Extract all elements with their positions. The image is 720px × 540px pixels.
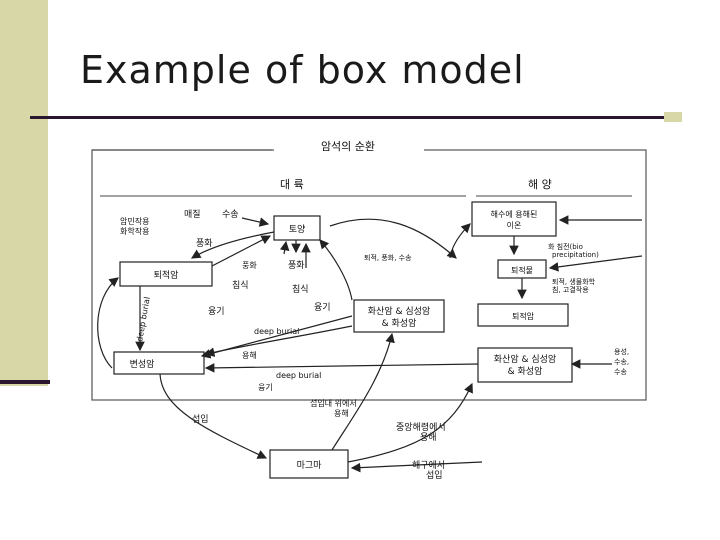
top-title-text: 암석의 순환 xyxy=(321,140,375,153)
label-right-side-3: 수송 xyxy=(614,368,627,376)
label-exposure: 매질 xyxy=(184,208,201,220)
box-sediment-rock-label: 퇴적암 xyxy=(154,269,179,281)
box-volcanic-right-line2: & 화성암 xyxy=(508,365,543,377)
land-header: 대 륙 xyxy=(280,178,304,191)
slide-title: Example of box model xyxy=(80,48,525,92)
label-weathering-mid2: 풍화 xyxy=(288,260,305,271)
label-bio-precip-1: 화 침전(bio xyxy=(548,242,583,251)
box-marine-rock-label: 퇴적암 xyxy=(512,311,535,321)
label-deposition2: 침식 xyxy=(292,284,309,295)
arrow-magma-up xyxy=(331,332,395,451)
label-melting: 용해 xyxy=(242,350,257,360)
box-marine-rock xyxy=(477,303,569,327)
label-uplift3: 융기 xyxy=(258,383,273,392)
box-volcanic-right xyxy=(477,347,573,383)
box-volcanic-center-line2: & 화성암 xyxy=(382,317,417,329)
arrow-melting xyxy=(204,325,353,357)
box-ocean-ions-line2: 이온 xyxy=(507,220,522,230)
box-ocean-ions xyxy=(471,201,557,237)
box-metamorphic xyxy=(113,351,205,375)
label-uplift2: 융기 xyxy=(314,302,331,313)
box-magma xyxy=(269,449,349,479)
box-ocean-ions-line1: 해수에 용해된 xyxy=(491,209,538,219)
label-deep-burial-2: deep burial xyxy=(276,371,321,380)
title-rule xyxy=(30,116,680,119)
label-weathering-left: 풍화 xyxy=(196,238,213,249)
label-marine-process-2: 침, 고결작용 xyxy=(552,285,589,294)
label-mantle-melt-2: 용해 xyxy=(334,408,349,418)
ocean-header: 해 양 xyxy=(528,177,552,191)
label-right-side-2: 수송, xyxy=(614,358,629,366)
label-midocean-1: 중앙해령에서 xyxy=(396,421,446,433)
label-right-side-1: 용성, xyxy=(614,347,629,356)
arrow-soil-to-ocean xyxy=(329,218,457,259)
box-sediment-rock xyxy=(119,261,213,287)
label-deep-burial-1: deep burial xyxy=(254,327,299,336)
label-chem-weathering-2: 화학작용 xyxy=(120,226,149,236)
label-erosion-path: 퇴적, 풍화, 수송 xyxy=(364,253,412,262)
label-mantle-melt-1: 섭입대 위에서 xyxy=(310,398,357,408)
label-chem-weathering-1: 암민작용 xyxy=(120,216,149,226)
box-soil xyxy=(273,215,321,241)
label-weathering-mid1: 풍화 xyxy=(242,261,257,270)
left-accent-bar xyxy=(0,0,48,386)
arrow-meta-to-magma xyxy=(159,373,268,459)
arrow-trench-to-magma xyxy=(350,461,483,473)
arrow-exposure xyxy=(241,217,270,227)
arrow-to-ions xyxy=(449,223,471,259)
label-midocean-2: 용해 xyxy=(420,432,437,443)
arrow-weathering-up xyxy=(279,240,290,255)
box-marine-sediment-label: 퇴적물 xyxy=(511,265,533,275)
label-marine-process-1: 퇴적, 생물화학 xyxy=(552,277,596,286)
arrow-soil-to-sediment xyxy=(190,231,275,259)
box-metamorphic-label: 변성암 xyxy=(130,358,155,370)
box-volcanic-right-line1: 화산암 & 심성암 xyxy=(494,353,556,365)
label-deposition1: 침식 xyxy=(232,280,249,291)
process-arrows xyxy=(97,215,643,473)
arrow-bio-input xyxy=(548,255,643,272)
left-accent-bar-tail xyxy=(0,386,48,540)
label-deep-burial-vertical: deep burial xyxy=(135,296,152,342)
diagram-svg: 암석의 순환 대 륙 해 양 토양 퇴적암 변성암 마그마 화산암 & 심성암 … xyxy=(91,136,647,481)
box-soil-label: 토양 xyxy=(289,224,306,235)
left-bottom-rule xyxy=(0,380,50,384)
arrow-meta-loop xyxy=(97,277,119,369)
rock-cycle-diagram: 암석의 순환 대 륙 해 양 토양 퇴적암 변성암 마그마 화산암 & 심성암 … xyxy=(52,128,666,514)
label-absorption: 수송 xyxy=(222,209,239,220)
title-rule-accent xyxy=(664,112,682,122)
label-trench-1: 해구에서 xyxy=(412,460,445,471)
box-volcanic-center xyxy=(353,299,445,333)
arrow-magma-to-right xyxy=(347,382,473,463)
arrow-right-to-meta xyxy=(204,363,479,373)
box-magma-label: 마그마 xyxy=(297,460,323,471)
box-volcanic-center-line1: 화산암 & 심성암 xyxy=(368,305,430,317)
label-subduction: 섭입 xyxy=(192,413,209,425)
label-bio-precip-2: precipitation) xyxy=(552,251,599,259)
label-uplift1: 융기 xyxy=(208,306,225,317)
arrow-volcanic-to-soil xyxy=(319,239,353,301)
arrow-sediment-weathering xyxy=(211,235,272,267)
label-trench-2: 섭입 xyxy=(426,469,443,481)
